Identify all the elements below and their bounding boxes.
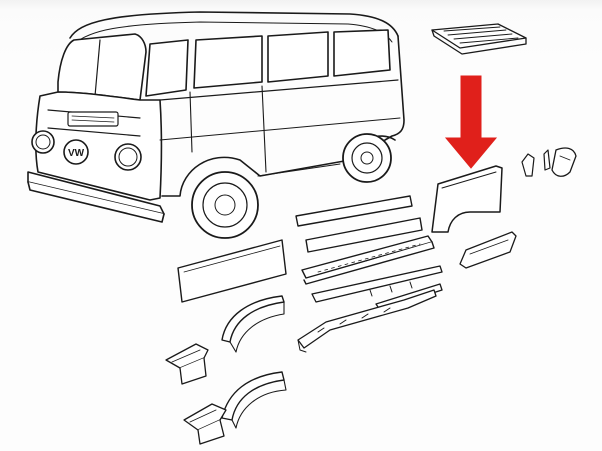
front-grille [67,111,119,127]
roof-line [69,11,399,39]
cab-window [145,39,189,97]
middle-side-strip [305,217,423,253]
corner-cap [551,147,577,177]
vw-emblem [63,139,89,165]
upper-side-strip [295,195,413,227]
rear-jack-bracket [183,403,227,445]
vw-emblem-text: VW [68,148,85,159]
front-wheel [191,171,259,239]
rear-quarter-panel [431,165,503,233]
door-sill-rail [301,235,435,285]
front-wheel-arch [221,295,285,353]
side-window-1 [193,35,263,89]
floor-pan-section [431,23,527,55]
highlight-arrow [444,75,498,169]
small-bracket-a [521,153,535,177]
side-panel-long [177,239,287,303]
front-jack-bracket [165,343,209,385]
vw-bus-illustration: VW [27,11,405,239]
windshield [57,33,147,101]
small-bracket-b [543,149,551,171]
left-headlight [31,130,55,154]
floor-outrigger-rail [297,289,437,353]
side-window-3 [333,29,391,77]
rear-wheel-arch [221,371,287,429]
rear-quarter-lower-patch [459,231,517,269]
rear-wheel [342,133,392,183]
side-window-2 [267,31,329,83]
